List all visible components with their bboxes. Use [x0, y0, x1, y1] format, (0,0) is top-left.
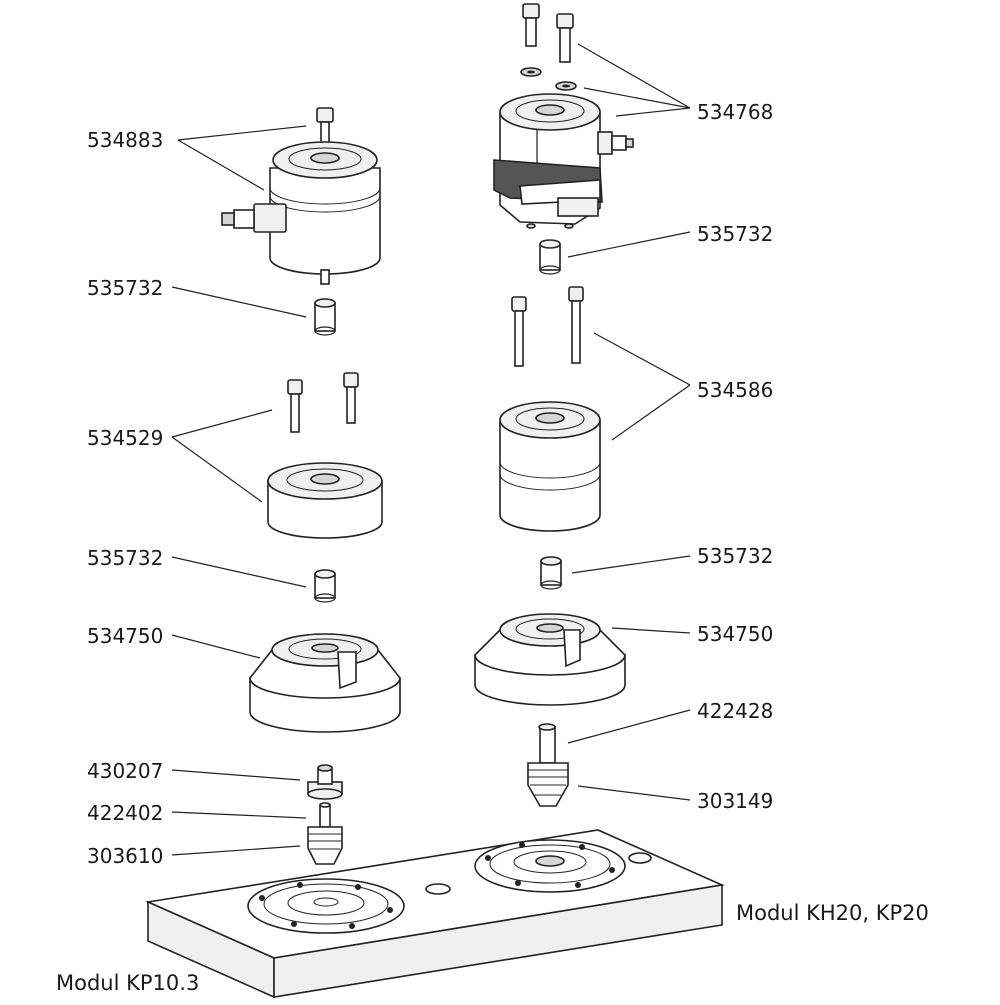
base-534750-right — [474, 613, 626, 706]
label-534750-right: 534750 — [697, 622, 773, 646]
bolt-534529-right — [343, 372, 359, 424]
label-303149: 303149 — [697, 789, 773, 813]
base-plate — [145, 829, 725, 999]
label-modul-kp10-3: Modul KP10.3 — [56, 971, 199, 995]
leader-lines — [171, 43, 691, 856]
spacer-535732-left-mid — [314, 569, 336, 603]
nozzle-303149 — [527, 762, 569, 807]
plate-disc-left — [247, 878, 405, 934]
air-fitting-left — [221, 203, 287, 233]
label-534768: 534768 — [697, 100, 773, 124]
label-534529: 534529 — [87, 426, 163, 450]
spacer-535732-right-top — [539, 239, 561, 275]
bolt-534586-left — [511, 296, 527, 367]
label-534750-left: 534750 — [87, 624, 163, 648]
plate-hole — [425, 883, 451, 895]
spacer-535732-left-top — [314, 298, 336, 336]
plate-hole-right — [628, 852, 652, 864]
label-535732-right-top: 535732 — [697, 222, 773, 246]
plate-disc-right — [474, 839, 626, 893]
label-535732-left-mid: 535732 — [87, 546, 163, 570]
pin-422428 — [538, 723, 556, 764]
bolt-534529-left — [287, 379, 303, 433]
bolt-534586-right — [568, 286, 584, 364]
label-303610: 303610 — [87, 844, 163, 868]
bolt-534768-right — [556, 13, 574, 63]
part-labels: 534883 534768 535732 535732 534586 53452… — [87, 100, 773, 868]
washer-534768-right — [555, 81, 577, 91]
spacer-535732-right-mid — [540, 556, 562, 590]
module-534529 — [267, 462, 383, 539]
swivel-head-534768 — [493, 93, 634, 229]
collar-430207 — [307, 764, 343, 800]
pin-422402 — [319, 802, 331, 828]
label-535732-right-mid: 535732 — [697, 544, 773, 568]
air-fitting-right — [597, 131, 634, 155]
label-modul-kh20-kp20: Modul KH20, KP20 — [736, 901, 929, 925]
rotary-head-534883 — [221, 141, 381, 285]
label-422402: 422402 — [87, 801, 163, 825]
module-534586 — [499, 401, 601, 532]
label-535732-left-top: 535732 — [87, 276, 163, 300]
nozzle-303610 — [307, 826, 343, 865]
label-534586: 534586 — [697, 378, 773, 402]
label-430207: 430207 — [87, 759, 163, 783]
washer-534768-left — [520, 67, 542, 77]
label-534883: 534883 — [87, 128, 163, 152]
label-422428: 422428 — [697, 699, 773, 723]
base-534750-left — [249, 633, 401, 733]
bolt-534768-left — [522, 3, 540, 47]
